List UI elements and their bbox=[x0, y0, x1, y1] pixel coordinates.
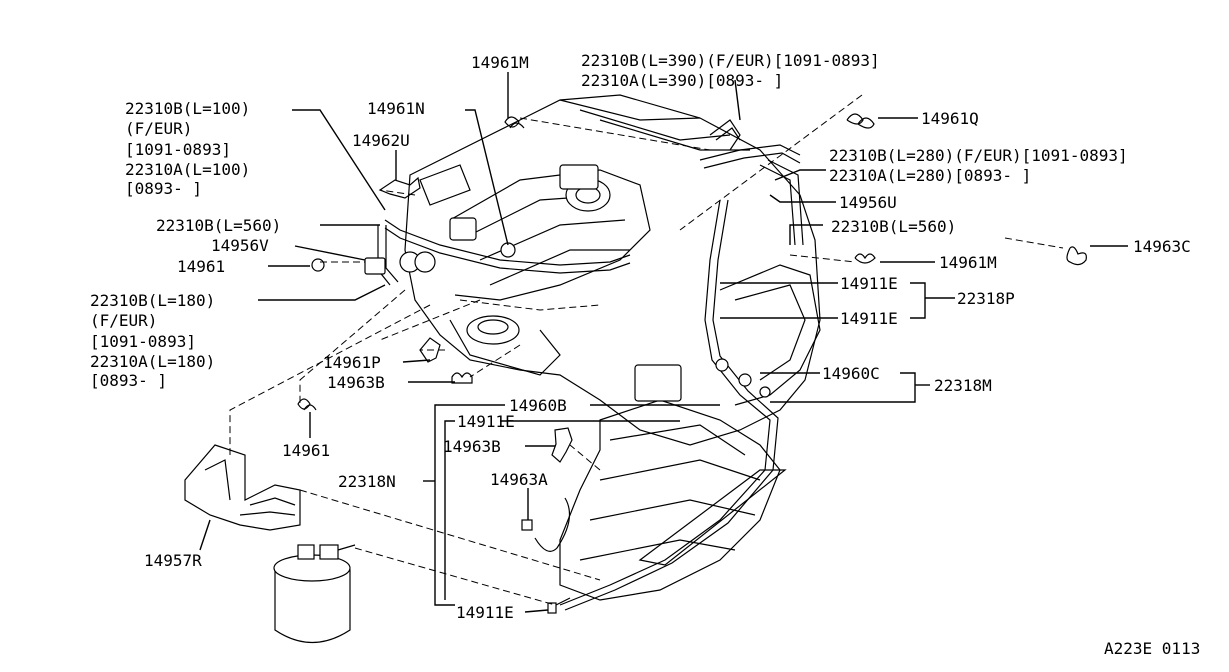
callout-22310A-L390: 22310A(L=390)[0893- ] bbox=[581, 71, 783, 90]
diagram-id-code: A223E 0113 bbox=[1104, 639, 1200, 658]
callout-22310B-L180-range: [1091-0893] bbox=[90, 332, 196, 351]
callout-14963C: 14963C bbox=[1133, 237, 1191, 256]
dashed-reference-lines bbox=[229, 94, 1064, 606]
callout-14960C: 14960C bbox=[822, 364, 880, 383]
hose-clip-14961Q-drawing bbox=[846, 113, 875, 129]
connector-14956V-drawing bbox=[311, 257, 386, 275]
callout-14962U: 14962U bbox=[352, 131, 410, 150]
callout-14911E-a: 14911E bbox=[840, 274, 898, 293]
callout-14961Q: 14961Q bbox=[921, 109, 979, 128]
callout-22310A-L180: 22310A(L=180) bbox=[90, 352, 215, 371]
callout-22310B-L280: 22310B(L=280)(F/EUR)[1091-0893] bbox=[829, 146, 1128, 165]
callout-22310B-L560-left: 22310B(L=560) bbox=[156, 216, 281, 235]
callout-22318N: 22318N bbox=[338, 472, 396, 491]
callout-14961N: 14961N bbox=[367, 99, 425, 118]
callout-14961P: 14961P bbox=[323, 353, 381, 372]
callout-14957R: 14957R bbox=[144, 551, 202, 570]
hose-clip-14963B-b-drawing bbox=[551, 427, 573, 463]
callout-22310B-L100-range: [1091-0893] bbox=[125, 140, 231, 159]
callout-22310A-L100-range: [0893- ] bbox=[125, 179, 202, 198]
callout-14961M-top: 14961M bbox=[471, 53, 529, 72]
bracket-14957R-drawing bbox=[184, 444, 301, 531]
hose-14963A-drawing bbox=[521, 497, 571, 552]
hose-clip-14961-bottom-drawing bbox=[297, 398, 317, 411]
callout-14911E-b: 14911E bbox=[840, 309, 898, 328]
callout-14956U: 14956U bbox=[839, 193, 897, 212]
callout-14911E-d: 14911E bbox=[456, 603, 514, 622]
callout-22310B-L100: 22310B(L=100) bbox=[125, 99, 250, 118]
callout-14963A: 14963A bbox=[490, 470, 548, 489]
callout-22310B-L180-market: (F/EUR) bbox=[90, 311, 157, 330]
callout-14961-left: 14961 bbox=[177, 257, 225, 276]
callout-22310B-L390: 22310B(L=390)(F/EUR)[1091-0893] bbox=[581, 51, 880, 70]
hose-clip-14963B-a-drawing bbox=[451, 372, 473, 384]
callout-22310A-L100: 22310A(L=100) bbox=[125, 160, 250, 179]
callout-22318M: 22318M bbox=[934, 376, 992, 395]
hose-14911E-bottom-drawing bbox=[547, 597, 571, 614]
callout-22310B-L100-market: (F/EUR) bbox=[125, 119, 192, 138]
callout-14960B: 14960B bbox=[509, 396, 567, 415]
callout-14963B-a: 14963B bbox=[327, 373, 385, 392]
callout-22310B-L180: 22310B(L=180) bbox=[90, 291, 215, 310]
callout-22310A-L180-range: [0893- ] bbox=[90, 371, 167, 390]
callout-labels: 14961M 22310B(L=390)(F/EUR)[1091-0893] 2… bbox=[90, 51, 1200, 658]
leader-lines bbox=[199, 72, 1128, 613]
canister-drawing bbox=[273, 544, 356, 644]
callout-14961M-right: 14961M bbox=[939, 253, 997, 272]
engine-assembly-illustration bbox=[377, 94, 821, 611]
callout-22318P: 22318P bbox=[957, 289, 1015, 308]
callout-14963B-b: 14963B bbox=[443, 437, 501, 456]
callout-14956V: 14956V bbox=[211, 236, 269, 255]
vacuum-fitting-14963C-drawing bbox=[1066, 246, 1087, 266]
callout-22310B-L560-right: 22310B(L=560) bbox=[831, 217, 956, 236]
hose-clip-14962U-drawing bbox=[378, 176, 421, 199]
hose-clip-14961M-right-drawing bbox=[854, 253, 876, 264]
callout-14911E-c: 14911E bbox=[457, 412, 515, 431]
callout-14961-bottom: 14961 bbox=[282, 441, 330, 460]
callout-22310A-L280: 22310A(L=280)[0893- ] bbox=[829, 166, 1031, 185]
